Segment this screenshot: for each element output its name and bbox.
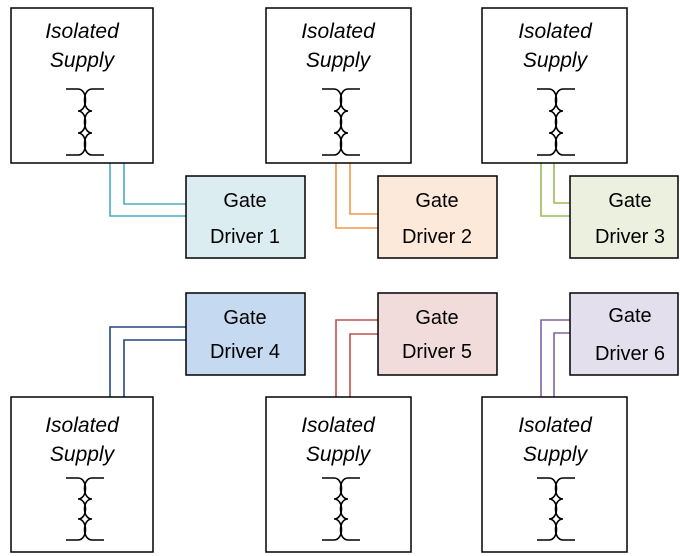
transformer-icon — [322, 88, 360, 156]
wire-driver-4-b — [123, 339, 186, 397]
driver-2-line2: Driver 2 — [402, 226, 472, 248]
gate-driver-3: Gate Driver 3 — [569, 175, 679, 259]
gate-driver-1: Gate Driver 1 — [185, 175, 306, 259]
driver-4-line1: Gate — [223, 307, 266, 329]
driver-5-line2: Driver 5 — [402, 341, 472, 363]
wire-driver-1-a — [109, 163, 186, 217]
transformer-icon — [66, 88, 104, 156]
supply-4-line1: Isolated — [45, 414, 120, 437]
supply-2-line1: Isolated — [301, 20, 376, 43]
wire-driver-1-b — [123, 163, 186, 205]
supply-6-line2: Supply — [523, 443, 589, 466]
transformer-icon — [66, 477, 104, 541]
supply-6-line1: Isolated — [518, 414, 593, 437]
driver-5-line1: Gate — [415, 307, 458, 329]
isolated-supply-2: Isolated Supply — [265, 7, 412, 164]
isolated-supply-6: Isolated Supply — [481, 396, 628, 553]
isolated-supply-1: Isolated Supply — [10, 7, 154, 164]
driver-2-line1: Gate — [415, 190, 458, 212]
supply-1-line2: Supply — [50, 49, 116, 72]
wire-driver-2-b — [349, 163, 378, 215]
wire-driver-2-a — [335, 163, 378, 229]
supply-3-line1: Isolated — [518, 20, 593, 43]
transformer-icon — [537, 88, 575, 156]
supply-1-line1: Isolated — [45, 20, 120, 43]
driver-6-line1: Gate — [608, 305, 651, 327]
wires — [109, 163, 570, 397]
supply-4-line2: Supply — [50, 443, 116, 466]
supply-5-line2: Supply — [306, 443, 372, 466]
wire-driver-5-a — [335, 319, 378, 397]
gate-driver-5: Gate Driver 5 — [377, 292, 498, 376]
gate-driver-2: Gate Driver 2 — [377, 175, 498, 259]
isolated-supply-4: Isolated Supply — [10, 396, 154, 553]
isolated-supply-3: Isolated Supply — [481, 7, 628, 164]
driver-3-line2: Driver 3 — [595, 226, 665, 248]
driver-3-line1: Gate — [608, 190, 651, 212]
driver-1-line1: Gate — [223, 190, 266, 212]
wire-driver-6-a — [540, 319, 570, 397]
isolated-supply-5: Isolated Supply — [265, 396, 412, 553]
transformer-icon — [322, 477, 360, 541]
wire-driver-5-b — [349, 333, 378, 397]
wire-driver-3-b — [553, 163, 570, 204]
wire-driver-4-a — [109, 326, 186, 397]
wire-driver-3-a — [540, 163, 570, 217]
driver-4-line2: Driver 4 — [210, 341, 280, 363]
supply-5-line1: Isolated — [301, 414, 376, 437]
transformer-icon — [537, 477, 575, 541]
gate-driver-6: Gate Driver 6 — [569, 292, 679, 376]
driver-1-line2: Driver 1 — [210, 226, 280, 248]
gate-driver-4: Gate Driver 4 — [185, 292, 306, 376]
wire-driver-6-b — [553, 332, 570, 397]
supply-3-line2: Supply — [523, 49, 589, 72]
supply-2-line2: Supply — [306, 49, 372, 72]
driver-6-line2: Driver 6 — [595, 343, 665, 365]
